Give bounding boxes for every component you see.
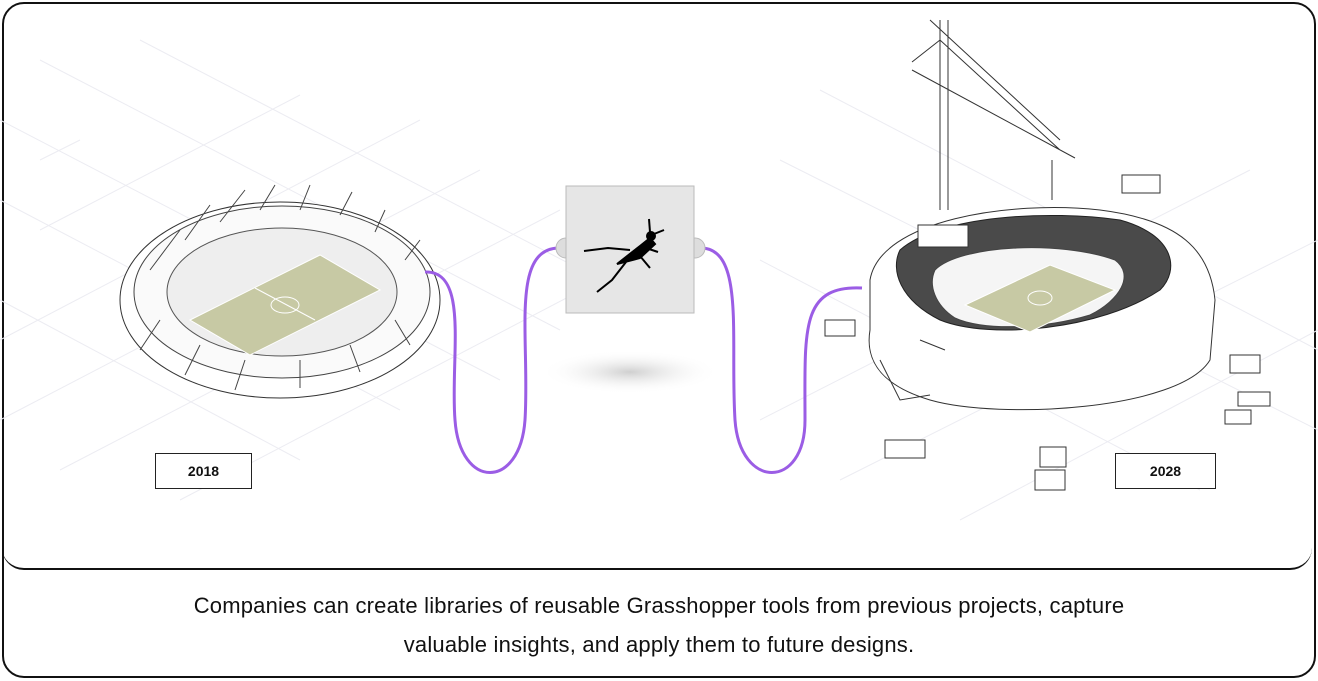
year-label-2018: 2018: [155, 453, 252, 489]
wire-right: [701, 246, 863, 474]
year-label-2028: 2028: [1115, 453, 1216, 489]
construction-vehicles: [824, 174, 1271, 491]
illustration: [0, 19, 1318, 521]
wire-left: [424, 246, 559, 474]
connection-wires: [424, 246, 863, 474]
stadium-2018: [119, 184, 441, 399]
caption: Companies can create libraries of reusab…: [0, 586, 1318, 664]
caption-line-2: valuable insights, and apply them to fut…: [403, 632, 915, 657]
illustration-panel: [2, 2, 1312, 570]
grasshopper-icon: [583, 218, 665, 293]
grasshopper-node: [540, 185, 720, 394]
caption-line-1: Companies can create libraries of reusab…: [193, 593, 1125, 618]
stadium-2028: [824, 19, 1271, 491]
